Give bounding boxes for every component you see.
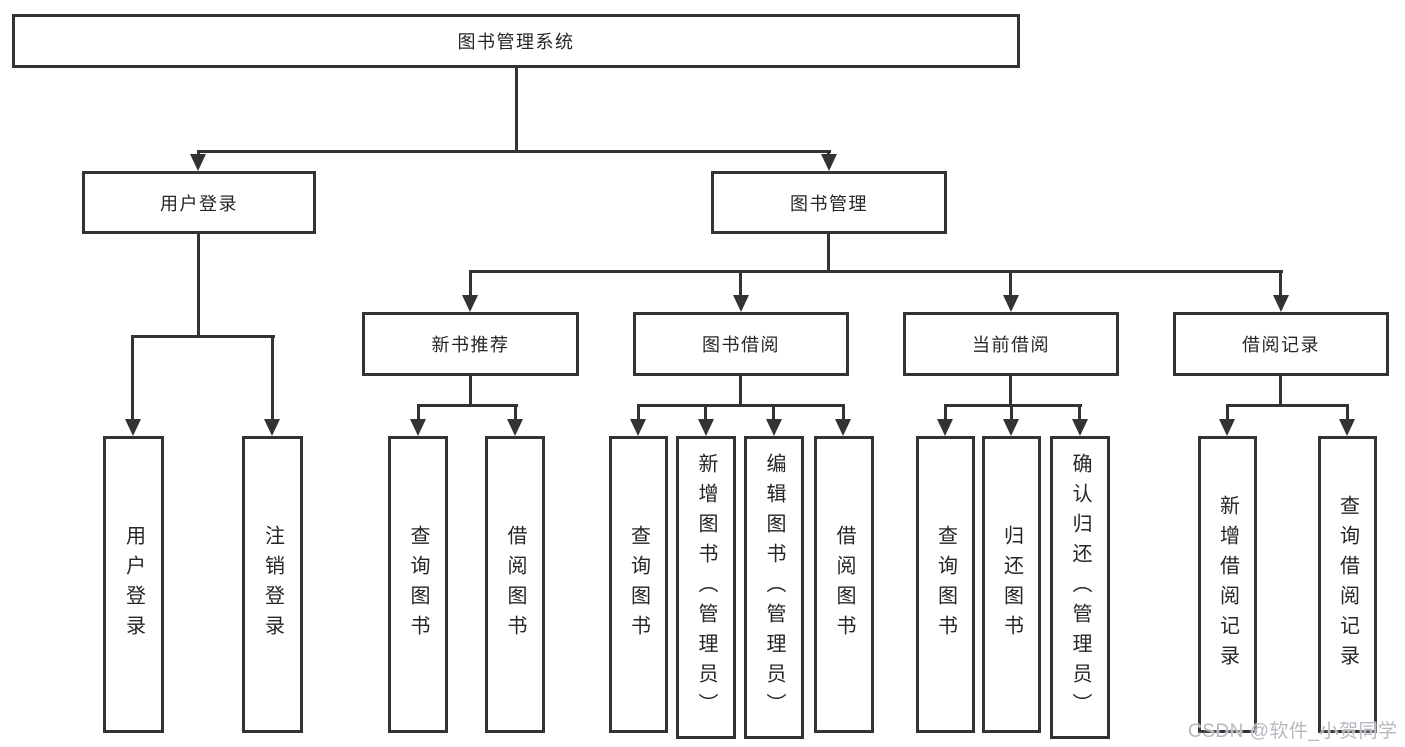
leaf-label: 查询图书	[407, 524, 429, 645]
connector	[1009, 374, 1012, 407]
leaf-confirm-return-admin: 确认归还（管理员）	[1050, 436, 1110, 739]
connector	[131, 335, 134, 421]
leaf-label: 注销登录	[261, 524, 284, 645]
leaf-label: 查询图书	[627, 524, 650, 645]
node-current-borrowing: 当前借阅	[903, 312, 1119, 376]
arrow-down-icon	[835, 419, 851, 436]
connector	[1226, 404, 1349, 407]
leaf-borrow-books-recommend: 借阅图书	[485, 436, 545, 733]
leaf-borrow-books-borrowing: 借阅图书	[814, 436, 874, 733]
node-label: 当前借阅	[972, 335, 1050, 355]
connector	[1009, 270, 1012, 296]
node-label: 借阅记录	[1242, 335, 1320, 355]
connector	[772, 404, 775, 422]
connector	[131, 335, 275, 338]
arrow-down-icon	[410, 419, 426, 436]
connector	[944, 404, 947, 422]
node-borrowing-records: 借阅记录	[1173, 312, 1389, 376]
leaf-label: 新增借阅记录	[1216, 494, 1239, 675]
connector	[197, 232, 200, 338]
node-label: 用户登录	[160, 193, 238, 214]
arrow-down-icon	[462, 295, 478, 312]
arrow-down-icon	[507, 419, 523, 436]
arrow-down-icon	[937, 419, 953, 436]
leaf-label: 用户登录	[122, 524, 145, 645]
leaf-label: 借阅图书	[833, 524, 855, 645]
arrow-down-icon	[1219, 419, 1235, 436]
leaf-logout: 注销登录	[242, 436, 303, 733]
leaf-edit-book-admin: 编辑图书（管理员）	[744, 436, 804, 739]
node-label: 图书借阅	[702, 335, 780, 355]
arrow-down-icon	[821, 154, 837, 171]
node-label: 图书管理系统	[457, 32, 575, 52]
leaf-user-login: 用户登录	[103, 436, 164, 733]
connector	[842, 404, 845, 422]
leaf-label: 借阅图书	[504, 524, 526, 645]
connector	[417, 404, 420, 422]
connector	[271, 335, 274, 421]
node-label: 新书推荐	[431, 335, 510, 355]
leaf-label: 编辑图书（管理员）	[763, 452, 785, 723]
leaf-label: 归还图书	[1000, 524, 1023, 645]
arrow-down-icon	[1273, 295, 1289, 312]
node-user-login: 用户登录	[82, 171, 316, 234]
node-book-management: 图书管理	[711, 171, 947, 234]
node-new-book-recommendation: 新书推荐	[362, 312, 579, 376]
arrow-down-icon	[190, 154, 206, 171]
connector	[739, 270, 742, 296]
connector	[827, 232, 830, 273]
arrow-down-icon	[264, 419, 280, 436]
connector	[739, 374, 742, 407]
leaf-query-books-borrowing: 查询图书	[609, 436, 668, 733]
connector	[1226, 404, 1229, 422]
arrow-down-icon	[698, 419, 714, 436]
connector	[515, 66, 518, 152]
connector	[514, 404, 517, 422]
connector	[1078, 404, 1081, 422]
leaf-label: 查询图书	[934, 524, 957, 645]
connector	[1279, 270, 1282, 296]
arrow-down-icon	[766, 419, 782, 436]
arrow-down-icon	[1003, 419, 1019, 436]
connector	[704, 404, 707, 422]
leaf-label: 新增图书（管理员）	[695, 452, 717, 723]
leaf-label: 确认归还（管理员）	[1069, 452, 1091, 723]
arrow-down-icon	[630, 419, 646, 436]
csdn-watermark: CSDN @软件_小贺同学	[1188, 721, 1398, 742]
arrow-down-icon	[125, 419, 141, 436]
leaf-query-books-recommend: 查询图书	[388, 436, 448, 733]
connector	[469, 270, 472, 296]
connector	[197, 150, 831, 153]
connector	[637, 404, 845, 407]
connector	[417, 404, 518, 407]
node-library-management-system: 图书管理系统	[12, 14, 1020, 68]
leaf-query-borrow-record: 查询借阅记录	[1318, 436, 1377, 733]
leaf-return-books: 归还图书	[982, 436, 1041, 733]
arrow-down-icon	[733, 295, 749, 312]
leaf-query-books-current: 查询图书	[916, 436, 975, 733]
connector	[469, 374, 472, 407]
arrow-down-icon	[1339, 419, 1355, 436]
connector	[944, 404, 1082, 407]
leaf-label: 查询借阅记录	[1336, 494, 1359, 675]
connector	[637, 404, 640, 422]
connector	[1279, 374, 1282, 407]
arrow-down-icon	[1072, 419, 1088, 436]
node-book-borrowing: 图书借阅	[633, 312, 849, 376]
leaf-add-book-admin: 新增图书（管理员）	[676, 436, 736, 739]
leaf-add-borrow-record: 新增借阅记录	[1198, 436, 1257, 733]
connector	[469, 270, 1283, 273]
arrow-down-icon	[1003, 295, 1019, 312]
connector	[1010, 404, 1013, 422]
connector	[1346, 404, 1349, 422]
node-label: 图书管理	[790, 193, 868, 214]
